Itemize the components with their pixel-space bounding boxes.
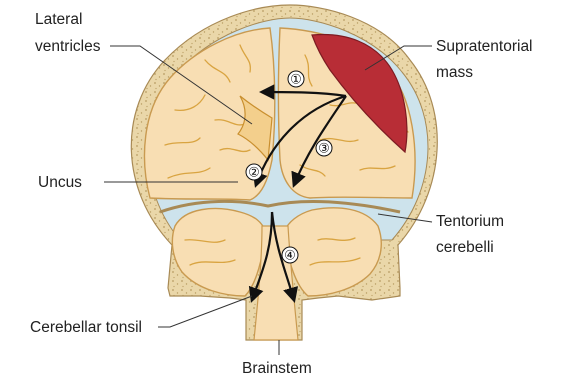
svg-text:②: ② (248, 165, 260, 180)
lateral-ventricles-label-1: Lateral (35, 11, 82, 28)
tentorium-label-1: Tentorium (436, 213, 504, 230)
marker-4: ④ (282, 247, 298, 263)
svg-text:③: ③ (318, 141, 330, 156)
cerebellar-tonsil-label: Cerebellar tonsil (30, 319, 142, 336)
svg-text:④: ④ (284, 248, 296, 263)
marker-3: ③ (316, 140, 332, 156)
supratentorial-mass-label-2: mass (436, 64, 473, 81)
marker-1: ① (288, 71, 304, 87)
supratentorial-mass-label-1: Supratentorial (436, 38, 533, 55)
uncus-label: Uncus (38, 174, 82, 191)
lateral-ventricles-label-2: ventricles (35, 38, 101, 55)
svg-text:①: ① (290, 72, 302, 87)
marker-2: ② (246, 164, 262, 180)
tentorium-label-2: cerebelli (436, 239, 494, 256)
brainstem-label: Brainstem (242, 360, 312, 377)
